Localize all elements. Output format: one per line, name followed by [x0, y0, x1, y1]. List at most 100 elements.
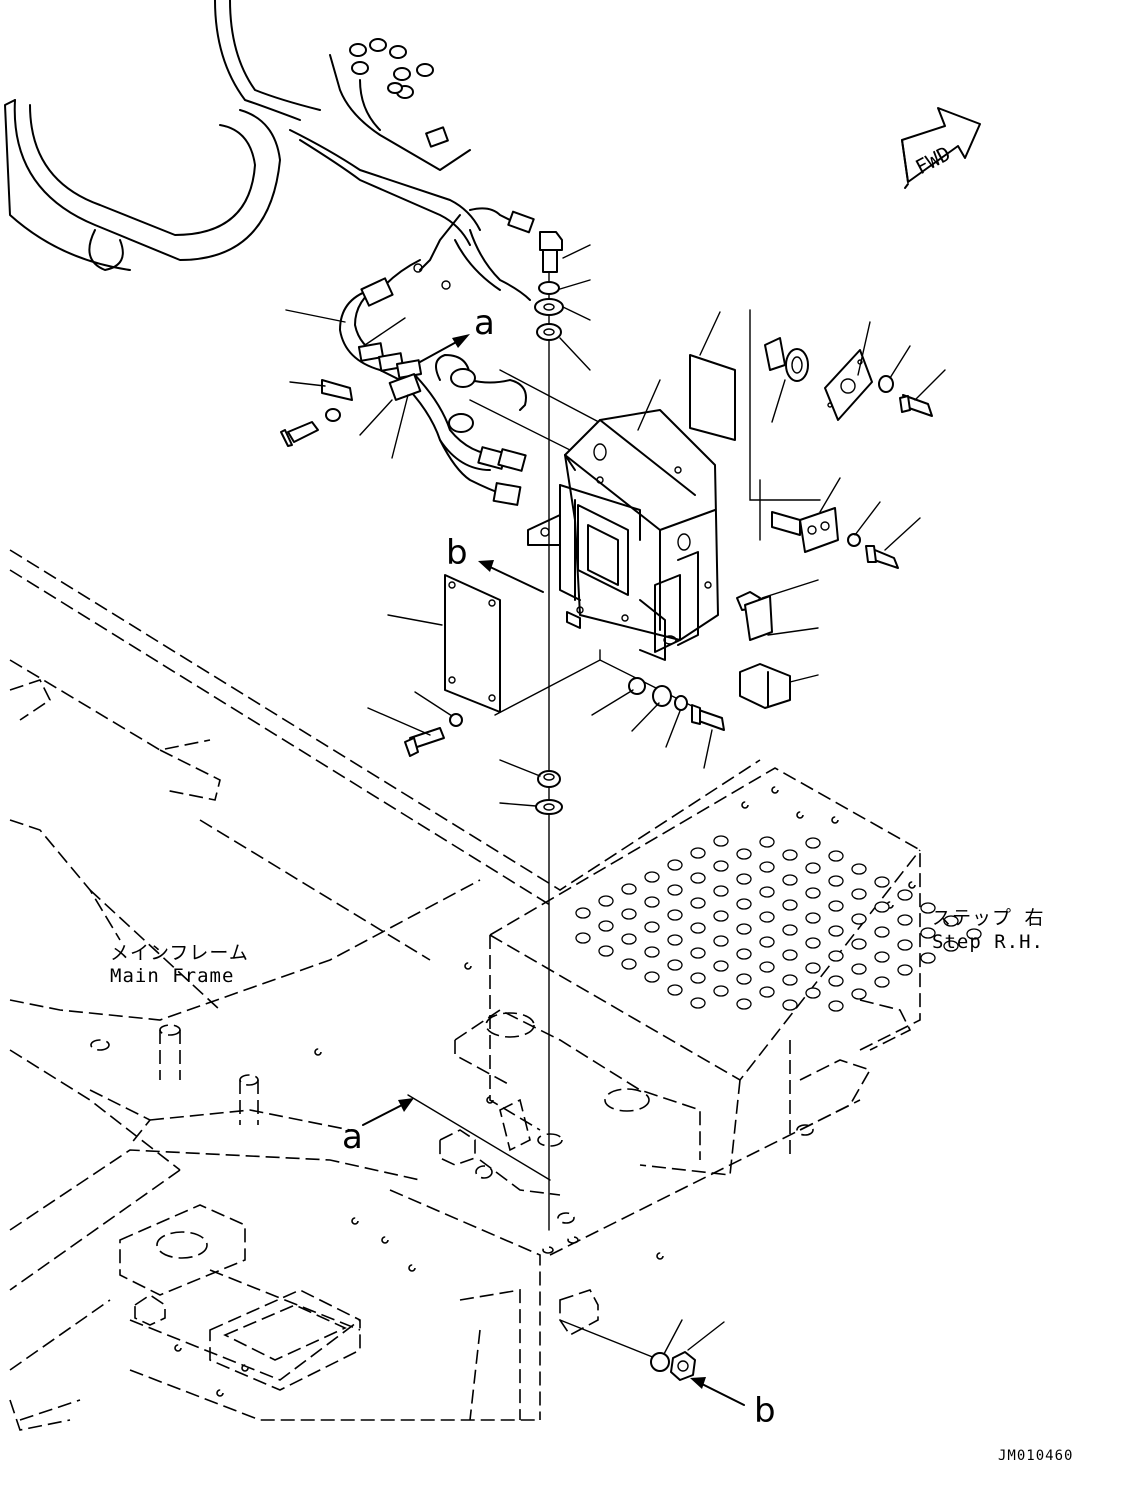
ref-b-lower: b — [754, 1391, 776, 1431]
perforation-hole — [805, 962, 821, 974]
main-frame-label-en: Main Frame — [110, 965, 235, 987]
perforation-hole — [943, 915, 959, 927]
perforation-hole — [782, 924, 798, 936]
perforation-hole — [782, 849, 798, 861]
perforation-hole — [782, 949, 798, 961]
ref-a-upper: a — [474, 303, 495, 343]
perforation-hole — [690, 872, 706, 884]
perforation-hole — [736, 898, 752, 910]
perforation-hole — [874, 926, 890, 938]
perforation-hole — [644, 896, 660, 908]
perforation-hole — [920, 927, 936, 939]
perforation-hole — [851, 863, 867, 875]
perforation-hole — [736, 973, 752, 985]
perforation-hole — [736, 998, 752, 1010]
perforation-hole — [828, 950, 844, 962]
perforation-hole — [644, 971, 660, 983]
perforation-hole — [851, 988, 867, 1000]
perforation-hole — [828, 900, 844, 912]
nut-washer-axis — [535, 770, 563, 815]
perforation-hole — [851, 938, 867, 950]
perforation-hole — [828, 975, 844, 987]
perforation-hole — [897, 889, 913, 901]
perforation-hole — [805, 937, 821, 949]
perforation-hole — [713, 835, 729, 847]
perforation-hole — [897, 914, 913, 926]
perforation-hole — [805, 862, 821, 874]
perforation-hole — [759, 961, 775, 973]
fwd-arrow-icon: FWD — [901, 107, 981, 189]
perforation-hole — [667, 934, 683, 946]
drawing-code: JM010460 — [998, 1448, 1074, 1464]
perforation-hole — [782, 899, 798, 911]
perforation-hole — [690, 972, 706, 984]
perforation-hole — [736, 848, 752, 860]
switch-box — [527, 409, 719, 661]
perforation-hole — [851, 913, 867, 925]
perforation-hole — [874, 976, 890, 988]
perforation-hole — [713, 885, 729, 897]
perforation-hole — [644, 946, 660, 958]
bolt-lower-left — [404, 713, 463, 757]
perforation-hole — [828, 1000, 844, 1012]
perforation-hole — [759, 911, 775, 923]
perforation-hole — [667, 959, 683, 971]
perforation-hole — [759, 936, 775, 948]
perforation-hole — [828, 875, 844, 887]
perforation-hole — [621, 958, 637, 970]
perforation-hole — [805, 837, 821, 849]
perforation-hole — [621, 908, 637, 920]
switch-parts-right — [736, 337, 933, 709]
perforation-hole — [644, 921, 660, 933]
step-label-en: Step R.H. — [932, 931, 1044, 953]
main-frame — [9, 549, 912, 1431]
perforation-hole — [621, 883, 637, 895]
leader-lines — [285, 244, 946, 1355]
perforation-hole — [713, 910, 729, 922]
perforation-hole — [943, 940, 959, 952]
perforation-hole — [713, 935, 729, 947]
ref-a-lower: a — [342, 1117, 363, 1157]
perforation-hole — [713, 960, 729, 972]
step-rh — [454, 767, 982, 1176]
perforation-hole — [575, 932, 591, 944]
perforation-hole — [759, 861, 775, 873]
wire-harness — [4, 0, 535, 506]
perforation-hole — [667, 884, 683, 896]
label-sticker — [689, 354, 736, 441]
perforation-hole — [874, 901, 890, 913]
perforation-hole — [713, 860, 729, 872]
main-frame-label-jp: メインフレーム — [110, 942, 249, 964]
perforation-hole — [759, 836, 775, 848]
perforation-hole — [805, 912, 821, 924]
perforation-hole — [690, 947, 706, 959]
perforation-hole — [805, 887, 821, 899]
nut-washer-bottom — [650, 1351, 696, 1381]
bolt-stack-right — [628, 677, 725, 731]
perforation-hole — [621, 933, 637, 945]
perforation-hole — [575, 907, 591, 919]
perforation-hole — [690, 922, 706, 934]
perforation-hole — [667, 984, 683, 996]
perforation-holes — [575, 835, 982, 1012]
perforation-hole — [805, 987, 821, 999]
bolt-stack-top — [534, 231, 564, 341]
perforation-hole — [782, 874, 798, 886]
perforation-hole — [782, 974, 798, 986]
perforation-hole — [897, 939, 913, 951]
perforation-hole — [874, 951, 890, 963]
perforation-hole — [828, 850, 844, 862]
axis-lines — [407, 234, 821, 1361]
perforation-hole — [966, 928, 982, 940]
perforation-hole — [759, 886, 775, 898]
perforation-hole — [736, 923, 752, 935]
perforation-hole — [920, 902, 936, 914]
ref-b-upper: b — [446, 533, 468, 573]
perforation-hole — [598, 895, 614, 907]
perforation-hole — [736, 948, 752, 960]
perforation-hole — [667, 909, 683, 921]
perforation-hole — [874, 876, 890, 888]
perforation-hole — [782, 999, 798, 1011]
